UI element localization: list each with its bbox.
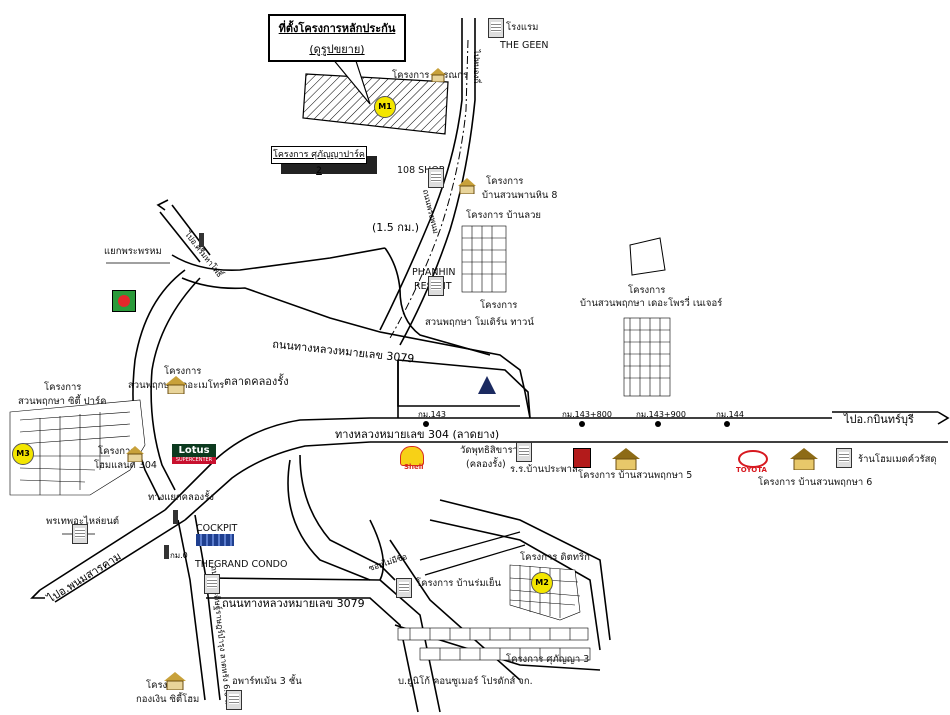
krisana-house-icon bbox=[430, 68, 446, 82]
krisana-project-label: โครงการ กรรณกร bbox=[392, 70, 469, 81]
modern-project-name: สวนพฤกษา โมเดิร์น ทาวน์ bbox=[425, 317, 534, 328]
grand-condo-label: THEGRAND CONDO bbox=[195, 559, 288, 570]
city-project-label: โครงการ bbox=[44, 382, 82, 393]
suanphan-house-icon bbox=[458, 178, 476, 194]
supanya3-project-label: โครงการ ศุภัญญา 3 bbox=[506, 654, 590, 665]
lotus-logo-text: Lotus bbox=[178, 445, 210, 456]
marker-m2: M2 bbox=[531, 572, 553, 594]
prathep-label: พรเทพอะไหล่ยนต์ bbox=[46, 516, 120, 527]
shop-home-building-icon bbox=[836, 448, 852, 468]
road-soi bbox=[419, 531, 526, 576]
prathep-building-icon bbox=[72, 524, 88, 544]
lotus-sub-logo: SUPERCENTER bbox=[172, 457, 216, 464]
kongngern-house-icon bbox=[164, 672, 186, 690]
suan6-project-label: โครงการ บ้านสวนพฤกษา 6 bbox=[758, 477, 873, 488]
hotel-building-icon bbox=[488, 18, 504, 38]
road-3079-south-label: ถนนทางหลวงหมายเลข 3079 bbox=[222, 597, 365, 610]
km-143-label: กม.143 bbox=[418, 410, 446, 419]
the-geen-label: THE GEEN bbox=[500, 40, 549, 51]
land-project-label: โครงการ bbox=[98, 446, 136, 457]
traffic-lights bbox=[164, 233, 204, 559]
isuzu-logo bbox=[573, 448, 591, 468]
shell-logo bbox=[400, 446, 424, 466]
map-subtitle: (ดูรูปขยาย) bbox=[309, 43, 365, 56]
toyota-label: TOYOTA bbox=[736, 466, 767, 474]
banlui-blocks bbox=[461, 225, 507, 293]
banprachaban-label: ร.ร.บ้านประพาล bbox=[510, 464, 578, 475]
toyota-logo bbox=[738, 450, 768, 468]
subject-project-label: โครงการ ศุภัญญาปาร์ค 2 bbox=[271, 146, 367, 176]
km-0-label: กม.0 bbox=[170, 551, 188, 560]
km-ticks bbox=[423, 421, 730, 427]
big-c-logo-mark bbox=[118, 295, 130, 307]
highway-304 bbox=[164, 411, 950, 521]
banrom-building-icon bbox=[396, 578, 412, 598]
school-building-icon bbox=[516, 442, 532, 462]
marker-m3: M3 bbox=[12, 443, 34, 465]
forest-project-label: โครงการ bbox=[628, 285, 666, 296]
hotel-label: โรงแรม bbox=[506, 22, 539, 33]
yaek-khlongrang-label: ทางแยกคลองรั้ง bbox=[148, 492, 214, 503]
ditthrik-project-label: โครงการ ดิตทริก bbox=[520, 552, 590, 563]
title-pointer bbox=[331, 57, 371, 105]
apartment-building-icon bbox=[226, 690, 242, 710]
big-c-logo bbox=[112, 290, 136, 312]
phanhin-building-icon bbox=[428, 276, 444, 296]
shell-label: Shell bbox=[404, 463, 424, 471]
km-144-label: กม.144 bbox=[716, 410, 744, 419]
road-phanom bbox=[30, 509, 186, 603]
land-house-icon bbox=[126, 446, 144, 462]
cockpit-logo bbox=[196, 534, 234, 546]
banlui-project-label: โครงการ บ้านลวย bbox=[466, 210, 541, 221]
suanphan-project-name: บ้านสวนพานหิน 8 bbox=[482, 190, 558, 201]
kongngern-project-label: โครงการ bbox=[146, 680, 184, 691]
condo-building-icon bbox=[204, 574, 220, 594]
cockpit-label: COCKPIT bbox=[196, 523, 238, 534]
phanhin-label: PHANHIN bbox=[412, 267, 456, 278]
temple-label: วัดพุทธิสิขาราม bbox=[460, 445, 525, 456]
km-143-800-label: กม.143+800 bbox=[562, 410, 612, 419]
marker-m1: M1 bbox=[374, 96, 396, 118]
shop-home-label: ร้านโฮมเมดค์วรัสดุ bbox=[858, 454, 937, 465]
forest-plot bbox=[629, 237, 666, 276]
suan5-house-icon bbox=[612, 448, 640, 470]
modern-project-label: โครงการ bbox=[480, 300, 518, 311]
distance-label: (1.5 กม.) bbox=[372, 221, 419, 234]
metro-project-label: โครงการ bbox=[164, 366, 202, 377]
road-304-label: ทางหลวงหมายเลข 304 (ลาดยาง) bbox=[335, 428, 500, 441]
kongngern-project-name: กองเงิน ซิตี้โฮม bbox=[136, 694, 200, 705]
banrom-project-label: โครงการ บ้านร่มเย็น bbox=[416, 578, 501, 589]
to-kabinburi-label: ไปอ.กบินทร์บุรี bbox=[844, 413, 914, 426]
land-project-name: โฮมแลนด์ 304 bbox=[94, 460, 157, 471]
km-143-900-label: กม.143+900 bbox=[636, 410, 686, 419]
city-park-blocks bbox=[9, 399, 146, 496]
shop-building-icon bbox=[428, 168, 444, 188]
market-label: ตลาดคลองรั้ง bbox=[224, 375, 289, 388]
metro-house-icon bbox=[165, 376, 187, 394]
temple-sub-label: (คลองรั้ง) bbox=[466, 459, 506, 470]
supanya3-blocks bbox=[397, 627, 591, 661]
company-label: บ.ยูนิโก้ คอนซูเมอร์ โปรดักส์ จก. bbox=[398, 676, 533, 687]
forest-project-name: บ้านสวนพฤกษา เดอะโพรวี่ เนเจอร์ bbox=[580, 298, 723, 309]
suanphan-project-label: โครงการ bbox=[486, 176, 524, 187]
suan6-house-icon bbox=[790, 448, 818, 470]
title-box: ที่ตั้งโครงการหลักประกัน (ดูรูปขยาย) bbox=[268, 14, 406, 62]
map-title: ที่ตั้งโครงการหลักประกัน bbox=[278, 22, 396, 35]
apartment-label: อพาร์ทเม้น 3 ชั้น bbox=[232, 676, 302, 687]
forest-project-blocks bbox=[623, 317, 671, 397]
suan5-project-label: โครงการ บ้านสวนพฤกษา 5 bbox=[578, 470, 693, 481]
lotus-logo: Lotus bbox=[172, 444, 216, 458]
yaek-phrapom-label: แยกพระพรหม bbox=[104, 246, 162, 257]
shop-108-label: 108 SHOP bbox=[397, 165, 445, 176]
road-nong-ki bbox=[379, 18, 476, 346]
to-nong-ki-label: ไปหนองกี่ bbox=[472, 49, 482, 84]
city-project-name: สวนพฤกษา ซิตี้ ปาร์ค bbox=[18, 396, 107, 407]
